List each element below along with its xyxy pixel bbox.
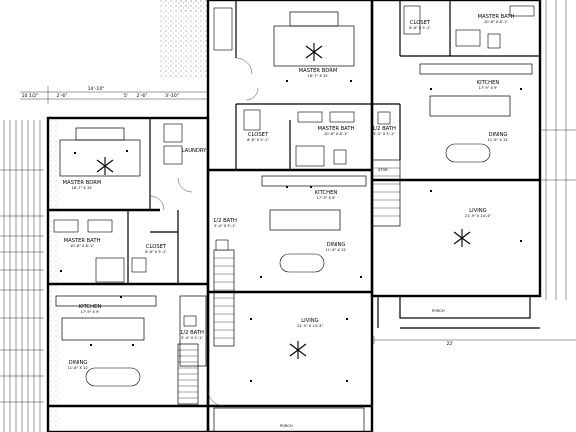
room-label-laundry-left: LAUNDRY (182, 148, 208, 154)
dimension-label-6: 22' (446, 341, 453, 347)
room-label-mb-left: MASTER BDRM (63, 180, 102, 186)
room-label-living-mid: LIVING (301, 318, 318, 324)
room-label-mb-right-bath: MASTER BATH (478, 14, 515, 20)
room-label-closet-left: CLOSET (146, 244, 167, 250)
room-size-mb-left-bath: 10'-6" X 8'-1" (70, 244, 94, 248)
dimension-label-4: 2'-6" (137, 93, 148, 99)
room-size-closet-mid: 6'-8" X 5'-1" (247, 138, 269, 142)
room-size-halfbath-right: 5'-4" X 5'-1" (373, 132, 395, 136)
room-label-closet-mid: CLOSET (248, 132, 269, 138)
dimension-label-5: 3'-10" (165, 93, 179, 99)
room-label-mb-top-bath: MASTER BATH (318, 126, 355, 132)
dimension-label-1: 10 1/2" (22, 93, 39, 99)
room-label-halfbath-mid-top: 1/2 BATH (213, 218, 237, 224)
middle-unit (179, 0, 374, 432)
room-size-kitchen-mid: 17'-9" X 9' (317, 196, 336, 200)
stair-label: STOR (378, 168, 388, 172)
room-size-closet-left: 6'-8" X 5'-1" (145, 250, 167, 254)
room-size-kitchen-left: 17'-9" X 9' (81, 310, 100, 314)
porch-label-bottom: PORCH (280, 424, 293, 428)
left-unit (46, 116, 210, 432)
room-size-halfbath-mid-top: 5'-4" X 5'-1" (214, 224, 236, 228)
room-label-kitchen-left: KITCHEN (79, 304, 102, 310)
room-label-dining-right: DINING (489, 132, 508, 138)
left-dimension-lines (0, 86, 209, 432)
ceiling-fan-icons (96, 43, 471, 359)
dimension-labels: 14'-10" 10 1/2" 2'-6" 5' 2'-6" 3'-10" 22' (22, 86, 454, 347)
room-size-dining-left: 11'-6" X 12' (67, 366, 88, 370)
room-label-kitchen-mid: KITCHEN (315, 190, 338, 196)
bottom-porch (213, 407, 365, 432)
room-size-mb-left: 16'-7" X 15' (71, 186, 92, 190)
right-unit (370, 0, 542, 329)
room-size-closet-right: 6'-8" X 5'-1" (409, 26, 431, 30)
room-size-living-right: 21'-9" X 14'-4" (465, 214, 492, 218)
room-label-closet-right: CLOSET (410, 20, 431, 26)
room-label-dining-mid: DINING (327, 242, 346, 248)
room-label-kitchen-right: KITCHEN (477, 80, 500, 86)
room-size-dining-mid: 11'-6" X 12' (325, 248, 346, 252)
dimension-label-0: 14'-10" (88, 86, 105, 92)
room-size-dining-right: 11'-6" X 12' (487, 138, 508, 142)
dimension-label-3: 5' (124, 93, 128, 99)
right-dimension-lines (373, 0, 576, 344)
room-label-halfbath-mid-bot: 1/2 BATH (180, 330, 204, 336)
room-label-halfbath-right: 1/2 BATH (372, 126, 396, 132)
room-size-living-mid: 21'-9" X 14'-4" (297, 324, 324, 328)
room-label-dining-left: DINING (69, 360, 88, 366)
room-size-mb-right-bath: 10'-6" X 8'-1" (484, 20, 508, 24)
room-size-halfbath-mid-bot: 5'-4" X 5'-1" (181, 336, 203, 340)
porch-label-right: PORCH (432, 309, 445, 313)
dimension-label-2: 2'-6" (57, 93, 68, 99)
site-stipple (48, 0, 208, 432)
room-label-mb-left-bath: MASTER BATH (64, 238, 101, 244)
room-label-living-right: LIVING (469, 208, 486, 214)
light-fixture-dots (60, 80, 522, 382)
room-size-mb-top: 16'-7" X 15' (307, 74, 328, 78)
room-label-mb-top: MASTER BDRM (299, 68, 338, 74)
room-size-mb-top-bath: 10'-6" X 8'-1" (324, 132, 348, 136)
room-size-kitchen-right: 17'-9" X 9' (479, 86, 498, 90)
